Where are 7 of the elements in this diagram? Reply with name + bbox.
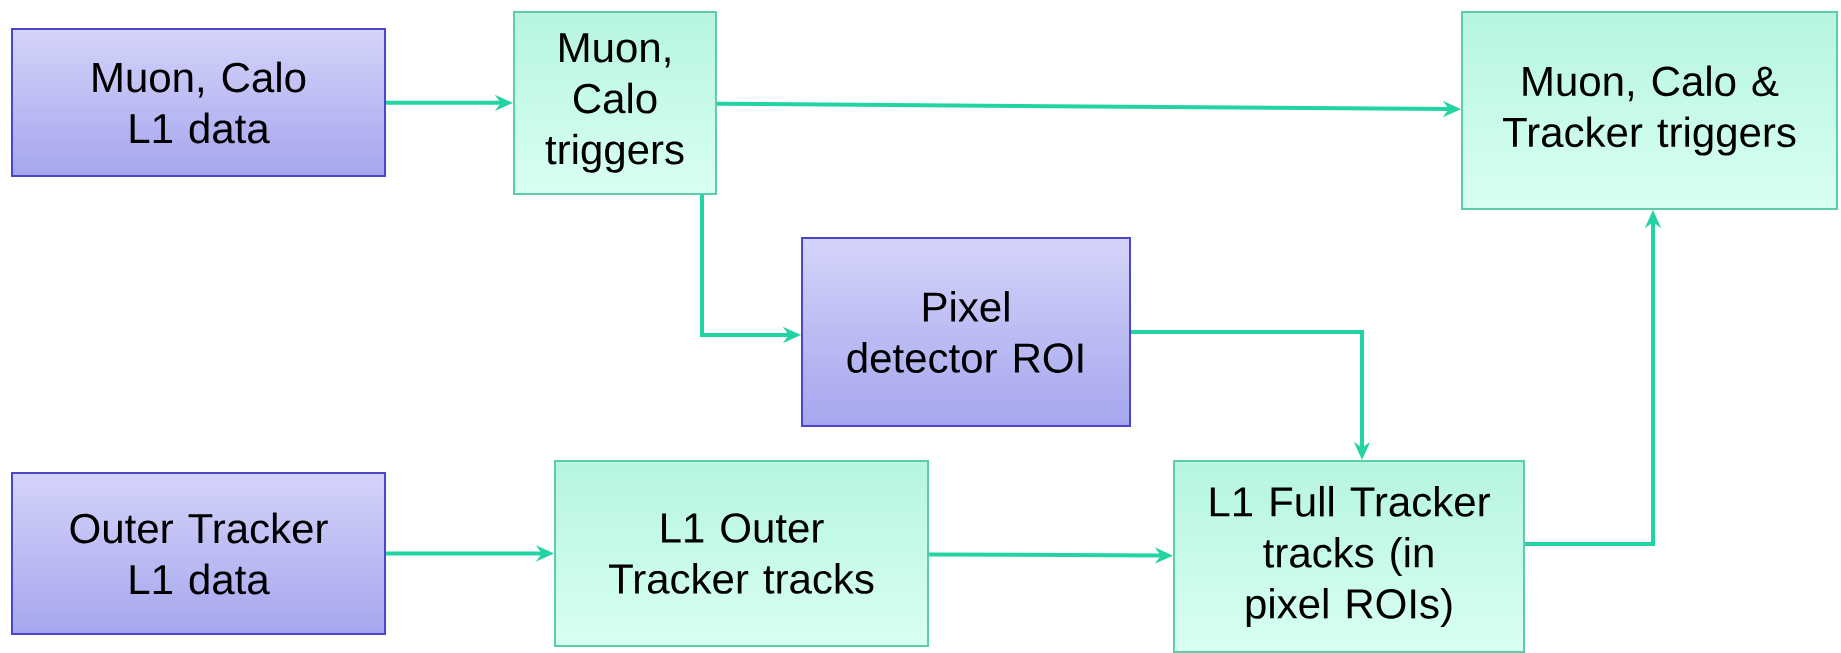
process-box: Muon, Calo L1 data: [11, 28, 386, 177]
process-box: Outer Tracker L1 data: [11, 472, 386, 635]
process-box: L1 Outer Tracker tracks: [554, 460, 929, 647]
process-box: L1 Full Tracker tracks (in pixel ROIs): [1173, 460, 1525, 653]
process-box: Pixel detector ROI: [801, 237, 1131, 427]
process-box: Muon, Calo triggers: [513, 11, 717, 195]
process-box: Muon, Calo & Tracker triggers: [1461, 11, 1839, 210]
